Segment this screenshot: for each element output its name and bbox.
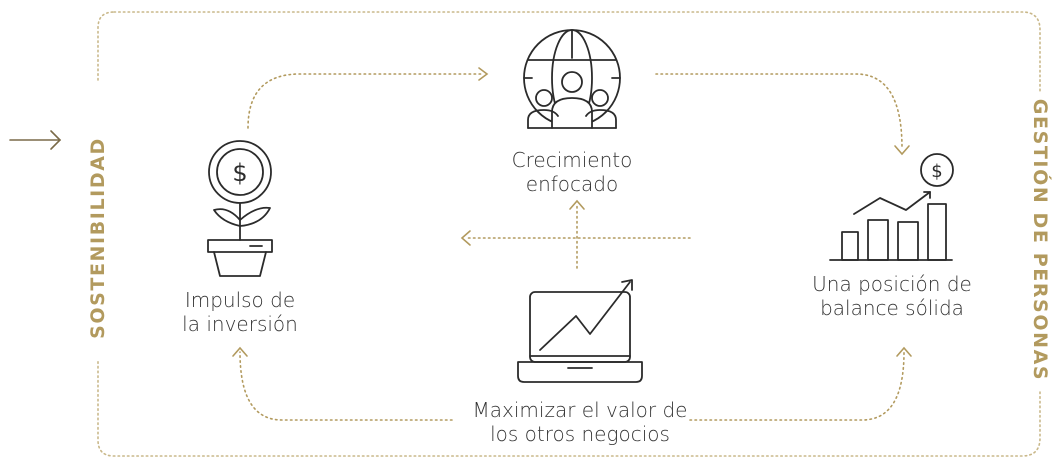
- globe-people-icon: [523, 29, 621, 129]
- arrowhead-up-icon: [232, 346, 248, 357]
- connector-growth-to-balance: [655, 73, 903, 149]
- bar-chart-dollar-icon: $: [829, 153, 954, 261]
- left-side-label: SOSTENIBILIDAD: [87, 137, 109, 339]
- arrowhead-up-icon: [569, 199, 585, 210]
- money-plant-icon: $: [207, 140, 273, 277]
- node-investment-label: Impulso de la inversión: [140, 288, 340, 336]
- laptop-trend-icon: [517, 279, 643, 383]
- node-balance-label: Una posición de balance sólida: [792, 272, 992, 320]
- connector-investment-to-growth: [247, 73, 483, 129]
- node-investment-line1: Impulso de: [184, 288, 296, 312]
- node-investment-line2: la inversión: [182, 312, 298, 336]
- entry-arrow-icon: [9, 130, 62, 150]
- connector-value-to-balance: [689, 351, 905, 421]
- right-side-label: GESTIÓN DE PERSONAS: [1029, 98, 1051, 382]
- node-value-label: Maximizar el valor de los otros negocios: [430, 398, 730, 446]
- arrowhead-down-icon: [894, 145, 910, 156]
- outer-frame: [97, 11, 1041, 457]
- node-growth-line1: Crecimiento: [511, 148, 633, 172]
- node-balance-line1: Una posición de: [812, 272, 972, 296]
- svg-text:$: $: [931, 161, 942, 182]
- node-balance-line2: balance sólida: [820, 296, 964, 320]
- connector-value-to-investment: [239, 351, 453, 421]
- node-value-line2: los otros negocios: [490, 422, 670, 446]
- arrowhead-left-icon: [460, 230, 471, 246]
- node-growth-line2: enfocado: [525, 172, 619, 196]
- svg-text:$: $: [232, 159, 247, 187]
- connectors: [239, 73, 905, 421]
- connector-arrowheads: [232, 67, 912, 357]
- arrowhead-right-icon: [478, 67, 489, 81]
- arrowhead-up-icon: [896, 346, 912, 357]
- node-value-line1: Maximizar el valor de: [472, 398, 688, 422]
- node-growth-label: Crecimiento enfocado: [472, 148, 672, 196]
